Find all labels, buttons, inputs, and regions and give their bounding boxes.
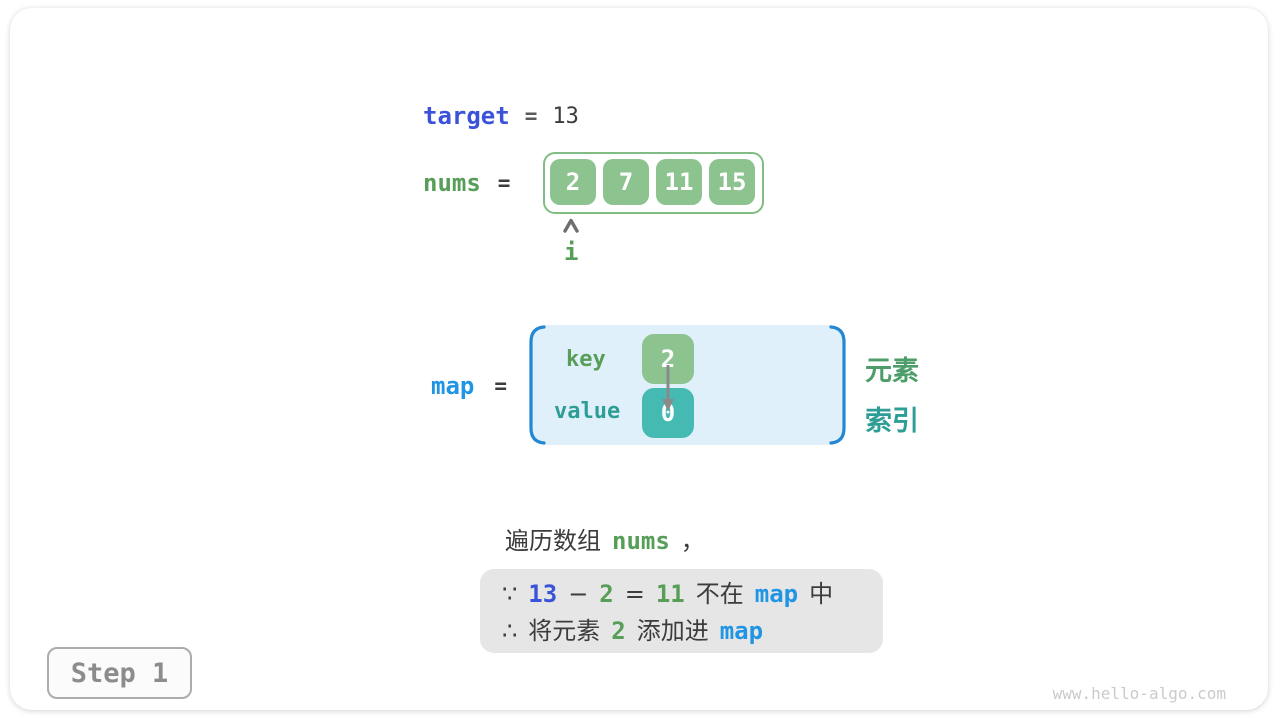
caption-line: 遍历数组 nums ， [505, 521, 705, 556]
subtrahend: 2 [599, 580, 614, 608]
caption-prefix: 遍历数组 [505, 527, 601, 555]
figure-card: target = 13 nums = 2 7 11 15 i map = key… [10, 8, 1268, 710]
in-suffix-text: 中 [809, 580, 834, 608]
index-side-label: 索引 [865, 406, 919, 437]
difference: 11 [655, 580, 685, 608]
nums-array-cell: 15 [709, 159, 755, 205]
index-pointer-label: i [564, 238, 579, 266]
target-assignment: target = 13 [423, 102, 579, 130]
map-assignment: map = [431, 372, 507, 400]
nums-array-cell: 2 [550, 159, 596, 205]
reasoning-callout: ∵ 13 − 2 = 11 不在 map 中 ∴ 将元素 2 添加进 map [480, 569, 883, 653]
map-key-label: key [566, 347, 606, 372]
target-equals: = [524, 104, 538, 128]
add-element-text: 将元素 [528, 617, 601, 645]
nums-assignment: nums = [423, 169, 510, 197]
nums-equals: = [497, 171, 511, 195]
nums-label: nums [423, 169, 481, 197]
nums-array-cell: 11 [656, 159, 702, 205]
added-element-value: 2 [611, 617, 626, 645]
nums-array-cell: 7 [603, 159, 649, 205]
map-code-ref: map [754, 580, 799, 608]
map-label: map [431, 372, 475, 400]
target-label: target [423, 102, 510, 130]
not-in-text: 不在 [695, 580, 744, 608]
because-symbol: ∵ [502, 580, 518, 608]
map-code-ref: map [719, 617, 764, 645]
nums-array: 2 7 11 15 [543, 152, 764, 214]
right-bracket-icon [829, 325, 846, 445]
step-badge: Step 1 [47, 647, 192, 699]
callout-line-1: ∵ 13 − 2 = 11 不在 map 中 [502, 574, 883, 611]
add-into-text: 添加进 [636, 617, 709, 645]
minus-sign: − [568, 580, 589, 608]
watermark: www.hello-algo.com [1052, 684, 1226, 703]
target-value: 13 [552, 103, 579, 129]
left-bracket-icon [529, 325, 546, 445]
map-container: key 2 value 0 [529, 325, 846, 445]
minuend: 13 [528, 580, 558, 608]
callout-line-2: ∴ 将元素 2 添加进 map [502, 611, 883, 648]
caret-up-icon [563, 218, 579, 233]
arrow-down-icon [662, 365, 674, 411]
caption-suffix: ， [680, 527, 705, 555]
map-equals: = [494, 374, 508, 398]
therefore-symbol: ∴ [502, 617, 518, 645]
caption-code-nums: nums [612, 527, 670, 555]
map-value-label: value [554, 399, 621, 424]
element-side-label: 元素 [865, 356, 919, 387]
equals-sign: = [624, 580, 645, 608]
